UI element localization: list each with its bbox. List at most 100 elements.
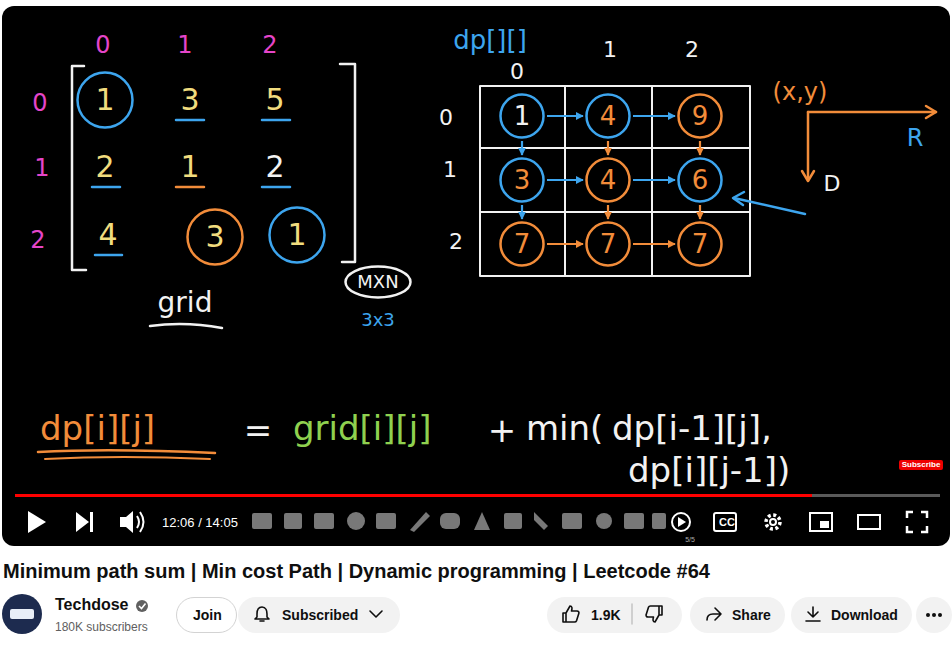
- axis-label: R: [907, 126, 924, 150]
- table-name: dp[][]: [453, 27, 527, 53]
- outline: [188, 210, 243, 265]
- table-cell: 5: [265, 85, 284, 115]
- volume-icon: [137, 512, 144, 532]
- verified-badge: [136, 600, 148, 612]
- flow-arrow: [699, 205, 701, 219]
- toolbar-icon: [652, 513, 666, 529]
- node-text: 4: [600, 103, 617, 129]
- node-text: MXN: [357, 273, 398, 291]
- axis-arrow: [808, 111, 936, 114]
- dp-cell: 4: [585, 93, 631, 139]
- node-text: 1: [95, 85, 114, 115]
- fullscreen-icon: [907, 512, 927, 532]
- underline: [150, 324, 222, 328]
- flow-arrow: [633, 179, 675, 181]
- node-text: 7: [514, 231, 531, 257]
- node-text: Download: [831, 608, 898, 622]
- dp-cell: 1: [499, 93, 545, 139]
- autoplay-icon: [678, 517, 686, 527]
- icon-path: [631, 604, 633, 624]
- matrix-name: grid: [158, 289, 213, 317]
- outline: [270, 208, 325, 263]
- toolbar-icon: [596, 513, 612, 529]
- channel-name: Techdose: [55, 597, 129, 613]
- icon-path: [806, 607, 820, 621]
- table-cell: 4: [98, 220, 117, 250]
- size-note: 3x3: [361, 311, 395, 329]
- grid-circle: 1: [268, 206, 326, 264]
- axis-note: (x,y): [773, 80, 828, 104]
- button-icon: [366, 604, 386, 624]
- dp-cell: 3: [499, 157, 545, 203]
- outline: [78, 73, 133, 128]
- share-button: Share: [690, 597, 785, 633]
- formula-term: dp[i][j-1]): [628, 453, 790, 487]
- toolbar-icon: [562, 513, 582, 529]
- whiteboard-ink: [38, 64, 936, 459]
- outline: [679, 95, 722, 138]
- toolbar-icon: [376, 513, 396, 529]
- node-text: 7: [600, 231, 617, 257]
- column-index: 0: [510, 61, 524, 83]
- icon-path: [255, 607, 269, 621]
- flow-arrow: [547, 115, 583, 117]
- dp-cell: 4: [585, 157, 631, 203]
- toolbar-icon: [347, 512, 365, 530]
- flow-arrow: [607, 141, 609, 155]
- node-text: Subscribed: [282, 608, 358, 622]
- dp-cell: 6: [677, 157, 723, 203]
- column-index: 1: [177, 33, 192, 57]
- miniplayer-icon: [820, 521, 829, 528]
- table-cell: 2: [95, 152, 114, 182]
- outline: [587, 95, 630, 138]
- toolbar-icon: [624, 513, 644, 529]
- table-cell: 1: [180, 152, 199, 182]
- formula-term: dp[i-1][j],: [612, 411, 772, 445]
- flow-arrow: [633, 115, 675, 117]
- column-index: 1: [603, 39, 617, 61]
- flow-arrow: [633, 243, 675, 245]
- underline: [45, 457, 210, 459]
- column-index: 2: [685, 39, 699, 61]
- miniplayer-icon: [810, 513, 832, 531]
- flow-arrow: [547, 179, 583, 181]
- channel-logo: [2, 594, 42, 634]
- formula-term: +: [488, 413, 517, 447]
- underline: [262, 186, 290, 189]
- matrix-bracket: [72, 66, 86, 270]
- video-frame: [2, 6, 950, 546]
- node-text: 6: [692, 167, 709, 193]
- axis-label: D: [824, 173, 841, 195]
- row-index: 0: [32, 91, 47, 115]
- icon-path: [563, 606, 579, 622]
- progress-track: [15, 494, 940, 497]
- matrix-bracket: [340, 64, 355, 262]
- formula-term: =: [244, 413, 273, 447]
- underline: [176, 119, 204, 122]
- more-button: [916, 597, 952, 633]
- table-cell: 3: [180, 85, 199, 115]
- row-index: 1: [34, 156, 49, 180]
- node-text: 1: [514, 103, 531, 129]
- formula-term: min(: [526, 411, 603, 445]
- button-icon: [803, 604, 823, 624]
- size-ellipse: MXN: [344, 265, 412, 299]
- more-button: [938, 613, 942, 617]
- toolbar-icon: [252, 513, 272, 529]
- dp-cell: 7: [585, 221, 631, 267]
- node-text: 7: [692, 231, 709, 257]
- more-button: [932, 613, 936, 617]
- autoplay-icon: [672, 513, 690, 531]
- more-button: [926, 613, 930, 617]
- page-counter: 5/5: [685, 536, 695, 543]
- subscribe-badge: Subscribe: [899, 460, 944, 470]
- icon-path: [370, 611, 382, 617]
- pointer-arrow: [734, 198, 805, 214]
- toolbar-icon: [504, 513, 522, 529]
- button-icon: [704, 604, 724, 624]
- toolbar-icon: [474, 512, 490, 530]
- arrow-head: [926, 106, 936, 118]
- row-index: 1: [443, 159, 457, 181]
- outline: [346, 267, 411, 298]
- flow-arrow: [699, 141, 701, 155]
